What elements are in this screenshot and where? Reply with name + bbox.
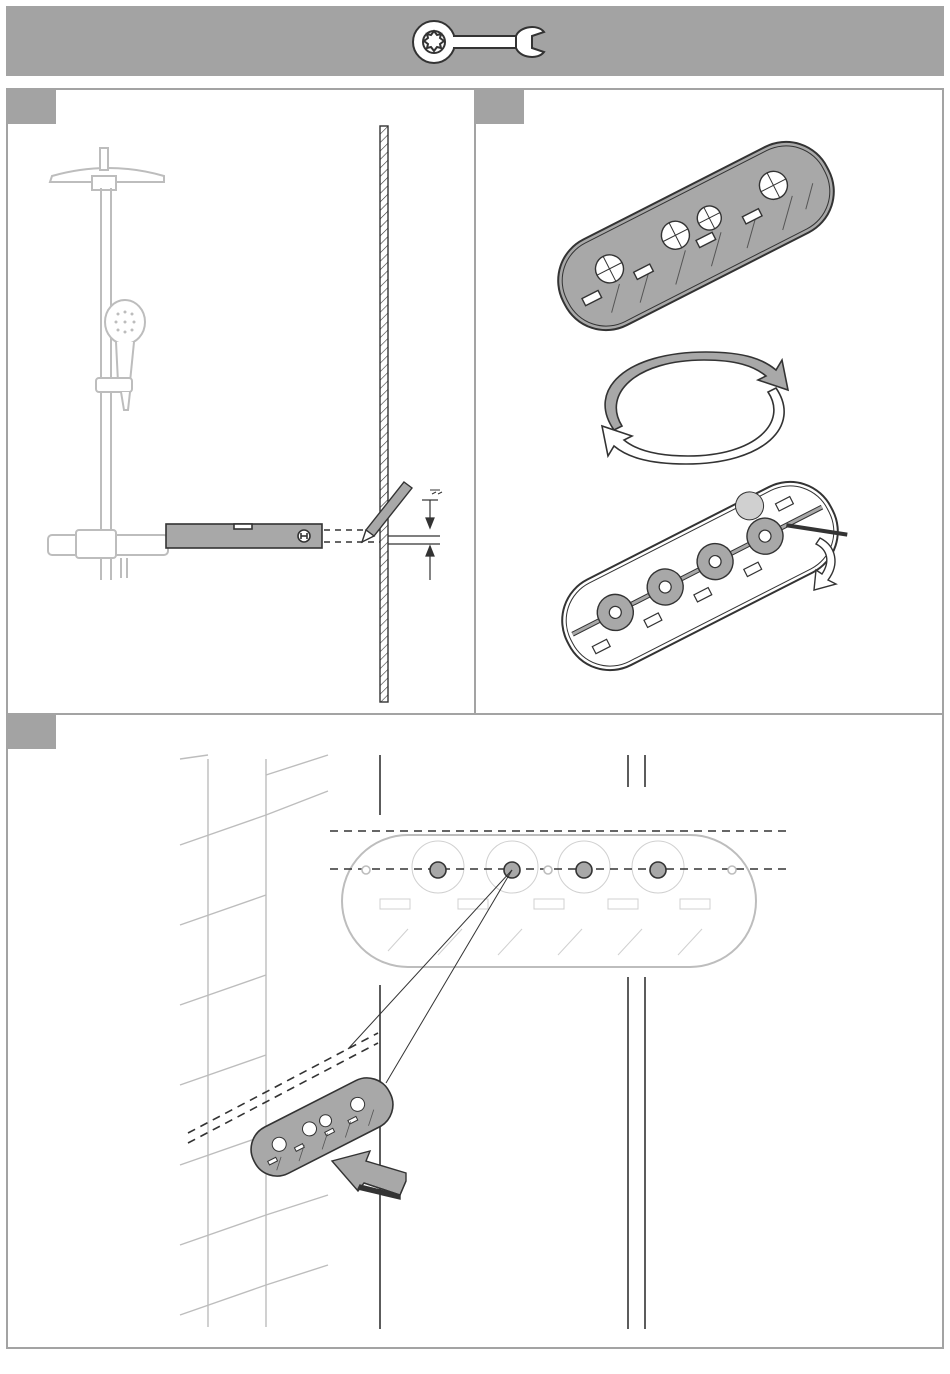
step-2-panel <box>474 88 944 715</box>
step-1-panel <box>6 88 476 715</box>
step-2-drawing <box>476 90 946 717</box>
step-1-drawing <box>8 90 478 717</box>
wall-section <box>380 126 388 702</box>
flip-arrows-icon <box>602 352 788 464</box>
mounting-template-front <box>544 460 856 686</box>
step-3-panel <box>6 713 944 1349</box>
header-banner <box>6 6 944 76</box>
wrench-icon <box>6 6 944 76</box>
mounting-template-back <box>542 126 849 346</box>
step-3-drawing <box>8 715 946 1351</box>
shower-system <box>48 148 168 580</box>
push-arrow-icon <box>332 1151 406 1199</box>
spirit-level-icon <box>166 524 322 548</box>
template-on-wall <box>342 835 756 967</box>
tiled-wall <box>180 755 328 1327</box>
